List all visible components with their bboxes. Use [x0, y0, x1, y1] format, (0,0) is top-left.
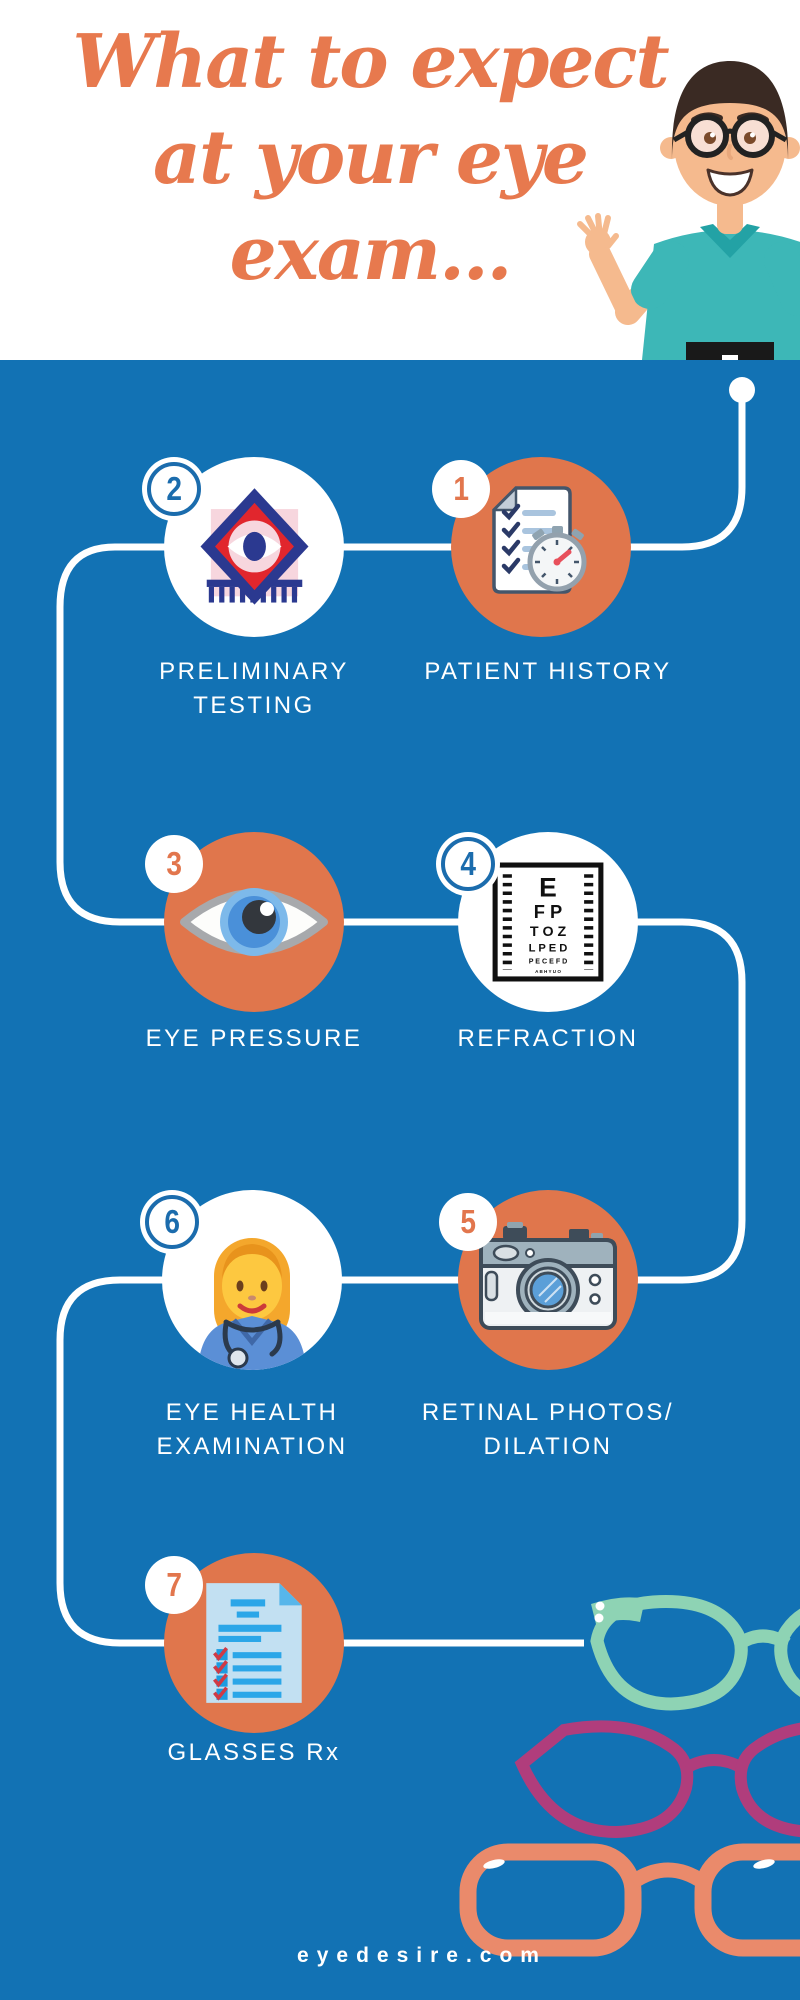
step-4-label: REFRACTION: [457, 1025, 639, 1052]
step-3-number-badge: 3: [145, 835, 203, 893]
chart-row-2: F P: [534, 901, 562, 922]
chart-row-6: A B H Y U O: [535, 969, 561, 974]
step-7-number-badge: 7: [145, 1556, 203, 1614]
title-line-3: exam...: [229, 211, 513, 297]
page-title: What to expect at your eye exam...: [0, 14, 740, 302]
camera-icon: [479, 1222, 617, 1330]
step-1-number-badge: 1: [432, 460, 490, 518]
checklist-stopwatch-icon: [492, 486, 587, 594]
step-2-number-badge: 2: [147, 462, 201, 516]
optometrist-man-icon: [577, 61, 800, 360]
step-1-label: PATIENT HISTORY: [424, 658, 672, 685]
eye-icon: [180, 888, 328, 956]
step-3-circle: [164, 832, 344, 1012]
blue-background: [0, 360, 800, 2000]
eye-diamond-ruler-icon: [200, 487, 308, 605]
step-2-label: PRELIMINARY TESTING: [159, 658, 349, 719]
chart-row-5: P E C E F D: [529, 958, 568, 966]
step-5-label: RETINAL PHOTOS/ DILATION: [421, 1399, 675, 1460]
step-7-label: GLASSES Rx: [167, 1739, 341, 1766]
female-doctor-icon: [198, 1238, 306, 1370]
path-start-dot: [729, 377, 755, 403]
step-6-label: EYE HEALTH EXAMINATION: [156, 1399, 348, 1460]
chart-row-4: L P E D: [529, 942, 568, 954]
chart-row-1: E: [539, 873, 557, 903]
teal-glasses-icon: [590, 1595, 800, 1711]
title-line-1: What to expect: [72, 19, 669, 105]
step-5-number-badge: 5: [439, 1193, 497, 1251]
step-6-number-badge: 6: [145, 1195, 199, 1249]
website-text: eyedesire.com: [297, 1944, 547, 1967]
salmon-glasses-icon: [459, 1843, 800, 1957]
prescription-checklist-icon: [206, 1583, 302, 1703]
path-line: [56, 401, 746, 1647]
eye-chart-icon: E F P T O Z L P E D P E C E F D A B H Y …: [492, 862, 604, 982]
step-4-number-badge: 4: [441, 837, 495, 891]
step-3-label: EYE PRESSURE: [145, 1025, 363, 1052]
chart-row-3: T O Z: [530, 924, 567, 940]
magenta-glasses-icon: [514, 1720, 800, 1839]
title-line-2: at your eye: [153, 115, 589, 201]
